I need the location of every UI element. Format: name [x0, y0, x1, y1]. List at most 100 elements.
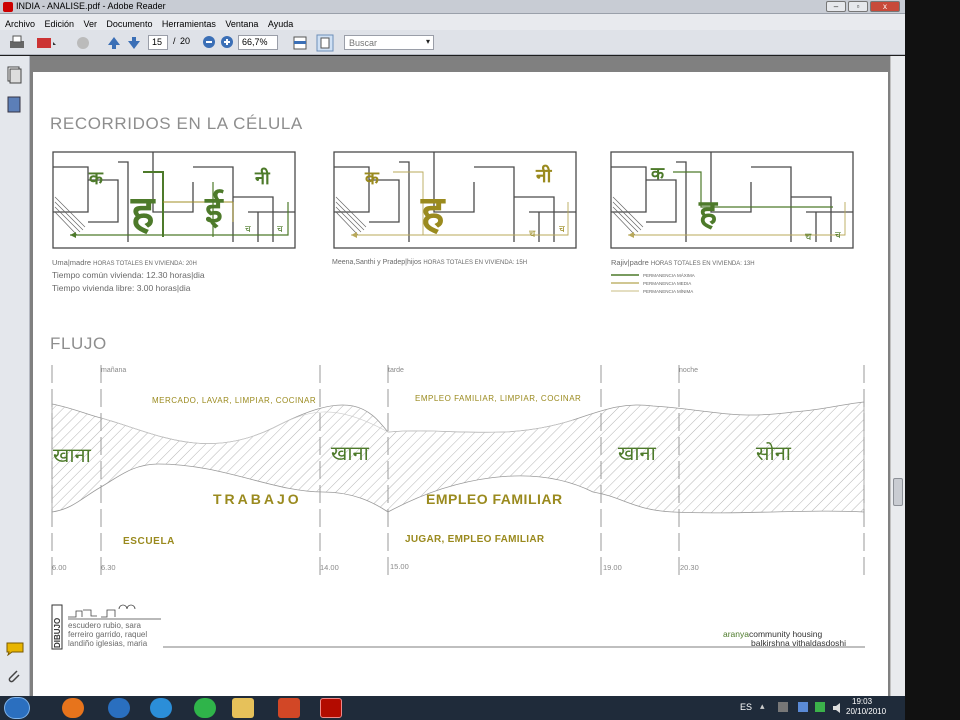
- restore-button[interactable]: ▫: [848, 1, 868, 12]
- activity-trabajo: TRABAJO: [213, 491, 302, 507]
- plan-1-glyph-5: च: [245, 225, 251, 235]
- menu-archivo[interactable]: Archivo: [5, 19, 36, 29]
- hindi-label-2: खाना: [331, 441, 370, 465]
- legend: PERMANENCIA MÁXIMA PERMANENCIA MEDIA PER…: [611, 272, 695, 294]
- vertical-scrollbar[interactable]: [890, 56, 905, 696]
- close-button[interactable]: x: [870, 1, 900, 12]
- period-label-noche: noche: [679, 367, 698, 374]
- adobe-reader-taskbar-icon[interactable]: [320, 698, 342, 718]
- activity-top-morning: MERCADO, LAVAR, LIMPIAR, COCINAR: [152, 396, 316, 405]
- plan-2-caption-name: Meena,Santhi y Pradep|hijos: [332, 259, 422, 266]
- svg-text:Uma|madre HORAS TOTALES EN VIV: Uma|madre HORAS TOTALES EN VIVIENDA: 20H: [52, 258, 197, 267]
- messenger-icon[interactable]: [150, 698, 172, 718]
- plan-2-glyph-4: च: [529, 229, 536, 240]
- plan-3-glyph-4: च: [835, 231, 841, 241]
- plan-3-glyph-1: क: [650, 164, 665, 184]
- section-title-recorridos: RECORRIDOS EN LA CÉLULA: [50, 114, 303, 133]
- author-2: ferreiro garrido, raquel: [68, 630, 147, 639]
- legend-label-min: PERMANENCIA MÍNIMA: [643, 288, 693, 294]
- start-button[interactable]: [4, 697, 30, 719]
- time-label-1: 6.00: [52, 563, 67, 572]
- tray-arrow-icon[interactable]: ▴: [760, 701, 765, 711]
- floor-plan-2: क ह नी च च: [333, 151, 577, 249]
- scrollbar-thumb[interactable]: [893, 478, 903, 506]
- zoom-level-select[interactable]: 66,7%: [238, 35, 278, 50]
- fit-width-icon[interactable]: [292, 35, 308, 51]
- plan-1-caption-name: Uma|madre: [52, 258, 91, 267]
- menu-documento[interactable]: Documento: [106, 19, 153, 29]
- search-input[interactable]: [344, 35, 434, 50]
- floor-plan-1: क ह ई नी च च: [52, 151, 296, 249]
- zoom-in-icon[interactable]: [220, 35, 234, 49]
- network-icon[interactable]: [798, 702, 808, 712]
- taskbar: ES ▴ 19:03 20/10/2010: [0, 696, 905, 720]
- tray-icon-2[interactable]: [815, 702, 825, 712]
- bookmarks-panel-icon[interactable]: [6, 96, 22, 114]
- language-indicator[interactable]: ES: [740, 702, 753, 712]
- activity-top-afternoon: EMPLEO FAMILIAR, LIMPIAR, COCINAR: [415, 394, 581, 403]
- common-time-line: Tiempo común vivienda: 12.30 horas|dia: [52, 270, 205, 280]
- email-icon[interactable]: [36, 35, 58, 51]
- page-number-input[interactable]: 15: [148, 35, 168, 50]
- project-name: community housing: [749, 629, 823, 639]
- print-icon[interactable]: [8, 35, 26, 51]
- file-explorer-icon[interactable]: [232, 698, 254, 718]
- menu-edicion[interactable]: Edición: [44, 19, 74, 29]
- previous-page-icon[interactable]: [106, 35, 122, 51]
- svg-text:aranyacommunity housing: aranyacommunity housing: [723, 629, 823, 639]
- svg-text:Rajiv|padre HORAS TOTALES EN V: Rajiv|padre HORAS TOTALES EN VIVIENDA: 1…: [611, 258, 755, 267]
- period-label-manana: mañana: [101, 367, 126, 374]
- author-1: escudero rubio, sara: [68, 621, 141, 630]
- plan-1-caption-hours: HORAS TOTALES EN VIVIENDA: 20H: [93, 261, 197, 267]
- minimize-button[interactable]: –: [826, 1, 846, 12]
- menu-herramientas[interactable]: Herramientas: [161, 19, 216, 29]
- page-separator: /: [173, 36, 176, 46]
- adobe-reader-icon: [3, 2, 13, 12]
- fit-page-icon[interactable]: [316, 34, 334, 52]
- spotify-icon[interactable]: [194, 698, 216, 718]
- time-label-3: 14.00: [320, 563, 339, 572]
- flow-diagram: mañana tarde noche MERCADO, LAVAR, LIMPI…: [51, 365, 865, 575]
- project-highlight: aranya: [723, 629, 749, 639]
- menu-ver[interactable]: Ver: [83, 19, 97, 29]
- menu-ayuda[interactable]: Ayuda: [267, 19, 294, 29]
- toolbar: 15 / 20 66,7% ▾: [0, 30, 905, 55]
- page-total: 20: [180, 36, 191, 46]
- plan-2-glyph-2: ह: [420, 187, 446, 238]
- hand-tool-icon[interactable]: [74, 35, 92, 51]
- tray-icon-1[interactable]: [778, 702, 788, 712]
- attachments-icon[interactable]: [6, 668, 22, 684]
- free-time-line: Tiempo vivienda libre: 3.00 horas|dia: [52, 283, 191, 293]
- chevron-down-icon[interactable]: ▾: [426, 37, 431, 46]
- clock-time: 19:03: [852, 697, 873, 706]
- menu-bar: Archivo Edición Ver Documento Herramient…: [0, 14, 905, 30]
- firefox-icon[interactable]: [62, 698, 84, 718]
- activity-empleo-familiar: EMPLEO FAMILIAR: [426, 491, 563, 507]
- section-title-flujo: FLUJO: [50, 334, 107, 353]
- app-icon-blue[interactable]: [108, 698, 130, 718]
- volume-icon[interactable]: [832, 702, 844, 714]
- activity-jugar: JUGAR, EMPLEO FAMILIAR: [405, 534, 545, 545]
- plan-1-glyph-2: ह: [130, 187, 156, 238]
- next-page-icon[interactable]: [126, 35, 142, 51]
- architect-name: balkirshna vithaldasdoshi: [751, 638, 846, 648]
- window-title: INDIA - ANALISE.pdf - Adobe Reader: [16, 1, 166, 11]
- comments-icon[interactable]: [6, 642, 24, 656]
- plan-1-glyph-6: च: [277, 225, 283, 235]
- pages-panel-icon[interactable]: [6, 66, 22, 84]
- zoom-out-icon[interactable]: [202, 35, 216, 49]
- activity-escuela: ESCUELA: [123, 536, 175, 547]
- author-3: landiño iglesias, maria: [68, 639, 148, 648]
- houses-sketch-icon: [68, 604, 136, 618]
- plan-2-glyph-5: च: [559, 225, 565, 235]
- navigation-panel: [0, 56, 30, 696]
- powerpoint-icon[interactable]: [278, 698, 300, 718]
- menu-ventana[interactable]: Ventana: [225, 19, 259, 29]
- desktop-background: [905, 0, 960, 720]
- plan-3-caption-hours: HORAS TOTALES EN VIVIENDA: 13H: [651, 261, 755, 267]
- legend-label-med: PERMANENCIA MEDIA: [643, 281, 691, 286]
- plan-2-glyph-1: क: [364, 168, 380, 189]
- title-bar: INDIA - ANALISE.pdf - Adobe Reader – ▫ x: [0, 0, 905, 14]
- plan-1-glyph-1: क: [88, 168, 104, 189]
- logo-dibujo: DIBUJO: [53, 618, 62, 648]
